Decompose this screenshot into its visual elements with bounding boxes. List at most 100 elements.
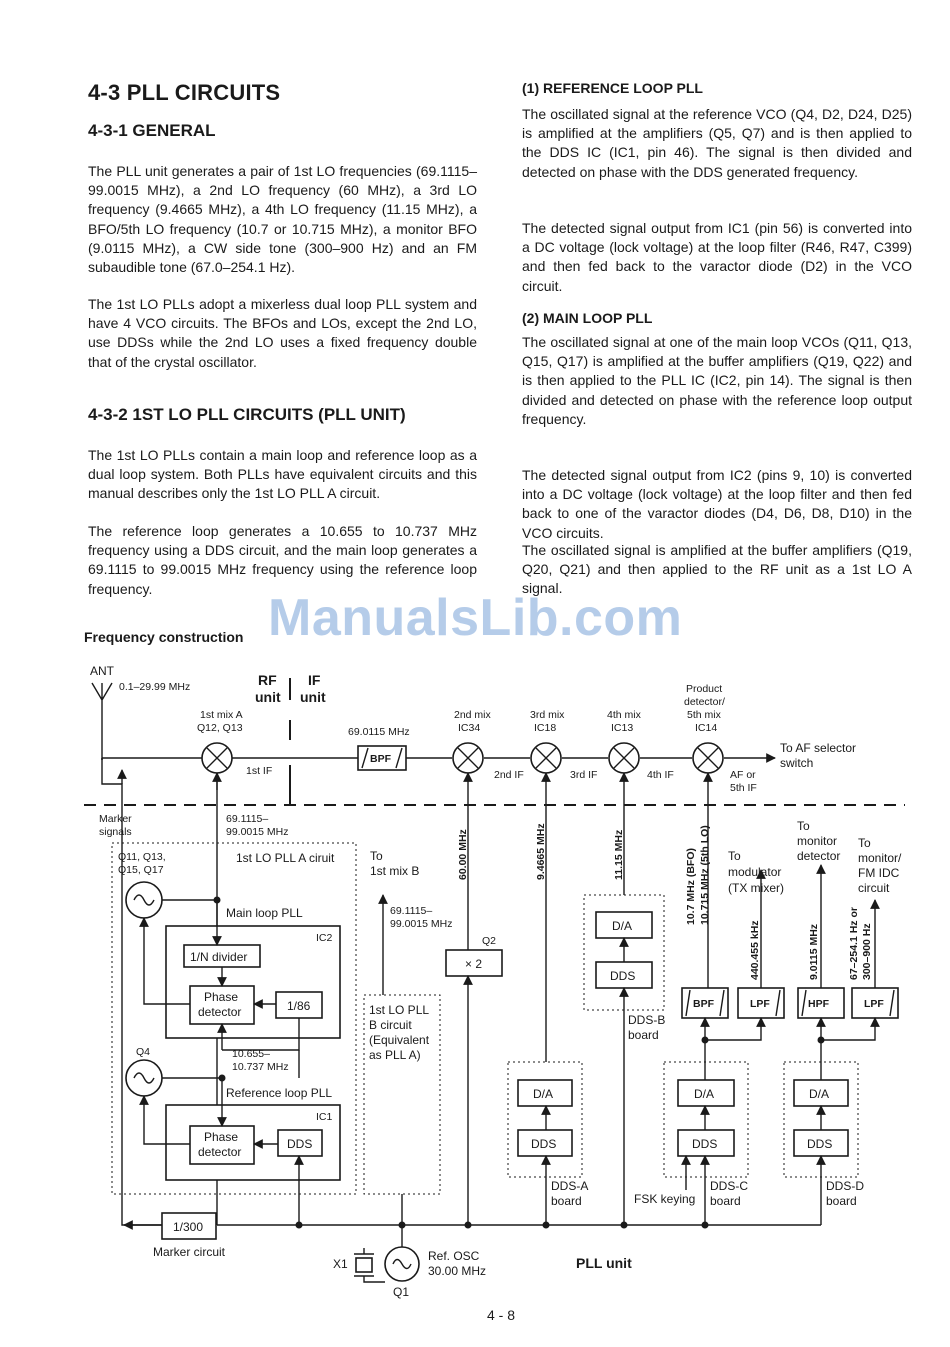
reference-loop-heading: (1) REFERENCE LOOP PLL — [522, 80, 703, 96]
q1-label: Q1 — [393, 1285, 409, 1299]
lo-pll-heading: 4-3-2 1ST LO PLL CIRCUITS (PLL UNIT) — [88, 405, 406, 424]
mod-lpf-label: LPF — [750, 998, 770, 1010]
dds-a-dds-label: DDS — [531, 1137, 556, 1151]
mix2-label-1: 2nd mix — [454, 709, 492, 721]
main-loop-heading: (2) MAIN LOOP PLL — [522, 310, 653, 326]
ref-freq-label-1: 10.655– — [232, 1048, 270, 1060]
fsk-keying-label: FSK keying — [634, 1192, 695, 1206]
vco-main-label-2: Q15, Q17 — [118, 864, 164, 876]
dds-d-label-2: board — [826, 1194, 857, 1208]
main-vco-icon — [125, 881, 163, 919]
first-if-label: 1st IF — [246, 765, 272, 777]
main-loop-paragraph-2: The detected signal output from IC2 (pin… — [522, 467, 912, 541]
main-loop-paragraph-3: The oscillated signal is amplified at th… — [522, 542, 912, 597]
first-mixer — [201, 742, 233, 774]
f-tone-label-2: 300–900 Hz — [861, 923, 873, 980]
vco-main-label-1: Q11, Q13, — [118, 851, 166, 863]
to-modulator-label-2: modulator — [728, 865, 781, 879]
page-number: 4 - 8 — [487, 1307, 516, 1323]
to-modulator-label-1: To — [728, 849, 741, 863]
main-phase-label-2: detector — [198, 1005, 241, 1019]
doubler-block — [445, 949, 503, 977]
x1-label: X1 — [333, 1257, 348, 1271]
marker-divider-label: 1/300 — [173, 1220, 203, 1234]
diagram-caption: Frequency construction — [84, 629, 244, 645]
ref-phase-label-1: Phase — [204, 1130, 238, 1144]
if-label: IF — [308, 672, 321, 688]
dds-d-dds-label: DDS — [807, 1137, 832, 1151]
to-modulator-label-3: (TX mixer) — [728, 881, 784, 895]
pll-b-label-4: as PLL A) — [369, 1048, 421, 1062]
to-monitor-fm-label-1: To — [858, 836, 871, 850]
f-tone-label-1: 67–254.1 Hz or — [848, 907, 860, 980]
dds-a-label-1: DDS-A — [551, 1179, 588, 1193]
mix3-label-2: IC18 — [534, 722, 556, 734]
to-mix-b-label-2: 1st mix B — [370, 864, 419, 878]
fourth-if-label: 4th IF — [647, 769, 674, 781]
dds-b-da-label: D/A — [612, 919, 632, 933]
to-mix-b-label-1: To — [370, 849, 383, 863]
general-heading: 4-3-1 GENERAL — [88, 121, 216, 140]
antenna-icon — [91, 682, 113, 760]
bfo-bpf-label: BPF — [693, 998, 715, 1010]
dds-a-label-2: board — [551, 1194, 582, 1208]
to-monitor-fm-label-4: circuit — [858, 881, 890, 895]
pll-b-frame — [363, 994, 441, 1195]
third-if-label: 3rd IF — [570, 769, 597, 781]
to-monitor-fm-label-2: monitor/ — [858, 851, 902, 865]
af-if-label-2: 5th IF — [730, 782, 757, 794]
f-440-label: 440.455 kHz — [749, 920, 761, 980]
divider-label: 1/N divider — [190, 950, 247, 964]
mix1-label-2: Q12, Q13 — [197, 722, 243, 734]
general-paragraph-2: The 1st LO PLLs adopt a mixerless dual l… — [88, 296, 477, 370]
to-monitor-det-label-1: To — [797, 819, 810, 833]
rf-unit-label: unit — [255, 689, 281, 705]
if-freq-label: 69.0115 MHz — [348, 726, 410, 738]
dds-c-da-label: D/A — [694, 1087, 714, 1101]
main-loop-pll-label: Main loop PLL — [226, 906, 303, 920]
pll-b-label-1: 1st LO PLL — [369, 1003, 429, 1017]
doubler-label: × 2 — [465, 957, 482, 971]
tone-lpf-label: LPF — [864, 998, 884, 1010]
reference-oscillator-icon — [384, 1246, 420, 1282]
to-monitor-fm-label-3: FM IDC — [858, 866, 900, 880]
dds-b-dds-label: DDS — [610, 969, 635, 983]
mix4-label-2: IC13 — [611, 722, 633, 734]
mix5-label-4: IC14 — [695, 722, 717, 734]
lo-freq-label-2: 99.0015 MHz — [226, 826, 288, 838]
marker-signals-label-2: signals — [99, 826, 132, 838]
mix3-label-1: 3rd mix — [530, 709, 565, 721]
div86-block — [275, 991, 323, 1019]
dds-d-da-block — [793, 1079, 849, 1107]
to-af-label-2: switch — [780, 756, 813, 770]
dds-c-label-2: board — [710, 1194, 741, 1208]
af-if-label-1: AF or — [730, 769, 756, 781]
reference-loop-paragraph-2: The detected signal output from IC1 (pin… — [522, 220, 912, 294]
ref-osc-label-1: Ref. OSC — [428, 1249, 480, 1263]
lo-pll-paragraph-2: The reference loop generates a 10.655 to… — [88, 523, 477, 597]
dds-b-label-1: DDS-B — [628, 1013, 665, 1027]
crystal-x1-icon — [354, 1248, 385, 1283]
lo-pll-paragraph-1: The 1st LO PLLs contain a main loop and … — [88, 447, 477, 502]
dds-b-label-2: board — [628, 1028, 659, 1042]
mix5-label-2: detector/ — [684, 696, 725, 708]
f-bfo-label-1: 10.7 MHz (BFO) — [685, 848, 697, 925]
reference-vco-icon — [125, 1059, 163, 1097]
general-paragraph-1: The PLL unit generates a pair of 1st LO … — [88, 163, 477, 276]
marker-circuit-label: Marker circuit — [153, 1245, 226, 1259]
svg-text:BPF: BPF — [370, 753, 392, 765]
third-mixer — [530, 742, 562, 774]
lo-freq-b-label-2: 99.0015 MHz — [390, 918, 452, 930]
pll-b-label-3: (Equivalent — [369, 1033, 430, 1047]
dds-a-da-block — [517, 1079, 573, 1107]
ic2-label: IC2 — [316, 932, 333, 944]
ref-loop-pll-label: Reference loop PLL — [226, 1086, 332, 1100]
if-unit-label: unit — [300, 689, 326, 705]
main-loop-paragraph-1: The oscillated signal at one of the main… — [522, 334, 912, 427]
ant-label: ANT — [90, 664, 115, 678]
ic1-dds-label: DDS — [287, 1137, 312, 1151]
f-9466-label: 9.4665 MHz — [535, 823, 547, 880]
dds-a-dds-block — [517, 1129, 573, 1157]
dds-b-da-block — [595, 911, 653, 939]
